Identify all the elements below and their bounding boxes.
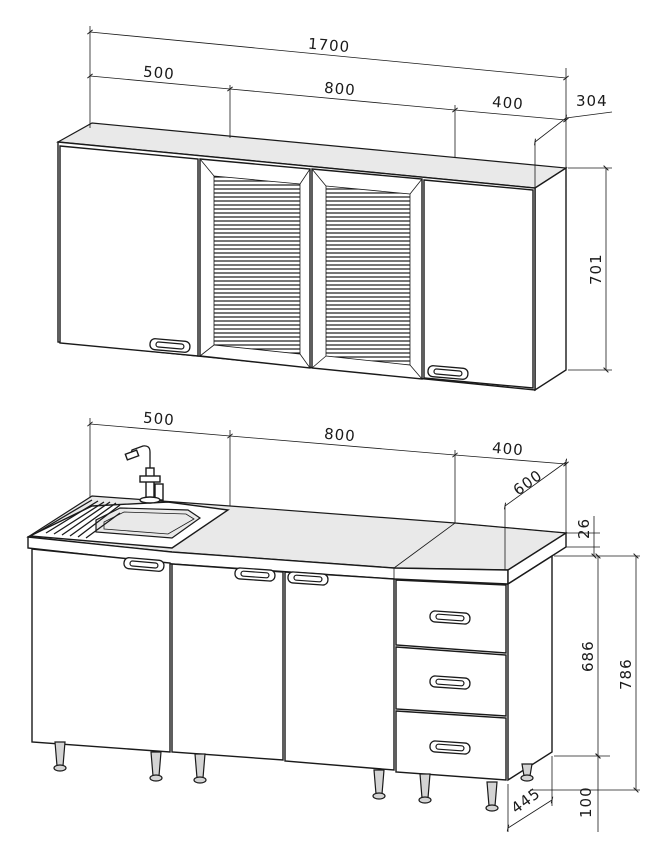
dim-upper-right-width: 400 — [491, 93, 524, 114]
dim-upper-middle-width: 800 — [323, 79, 356, 100]
dim-leg-offset: 445 — [508, 784, 544, 817]
lower-handles — [123, 557, 471, 755]
upper-right-door — [423, 179, 534, 389]
upper-cabinets — [56, 122, 568, 392]
dim-lower-depth: 600 — [510, 466, 546, 499]
upper-dimensions: 1700 500 800 400 304 701 — [87, 26, 613, 373]
dim-leg-height: 100 — [577, 786, 595, 818]
dim-upper-height: 701 — [587, 253, 605, 285]
upper-right-side-panel — [534, 166, 567, 392]
lower-cabinets — [26, 445, 568, 812]
dim-upper-total-width: 1700 — [307, 35, 351, 57]
upper-louver-left — [213, 175, 301, 355]
lower-right-side-panel — [507, 554, 553, 782]
lower-left-door — [31, 548, 171, 753]
drain-board — [37, 499, 121, 539]
lower-middle-door-left — [171, 563, 284, 761]
sink — [27, 445, 230, 549]
lower-middle-door-right — [284, 571, 395, 771]
dim-lower-right-width: 400 — [491, 439, 524, 460]
legs — [53, 741, 534, 812]
faucet — [124, 445, 164, 504]
dim-lower-left-width: 500 — [142, 409, 175, 430]
dim-lower-total-height: 786 — [617, 658, 635, 690]
dim-upper-depth: 304 — [576, 92, 608, 110]
dim-countertop-thickness: 26 — [575, 518, 593, 539]
upper-louver-right — [325, 185, 411, 366]
dim-lower-body-height: 686 — [579, 640, 597, 672]
upper-left-door — [59, 145, 199, 357]
dim-upper-left-width: 500 — [142, 63, 175, 84]
dim-lower-middle-width: 800 — [323, 425, 356, 446]
